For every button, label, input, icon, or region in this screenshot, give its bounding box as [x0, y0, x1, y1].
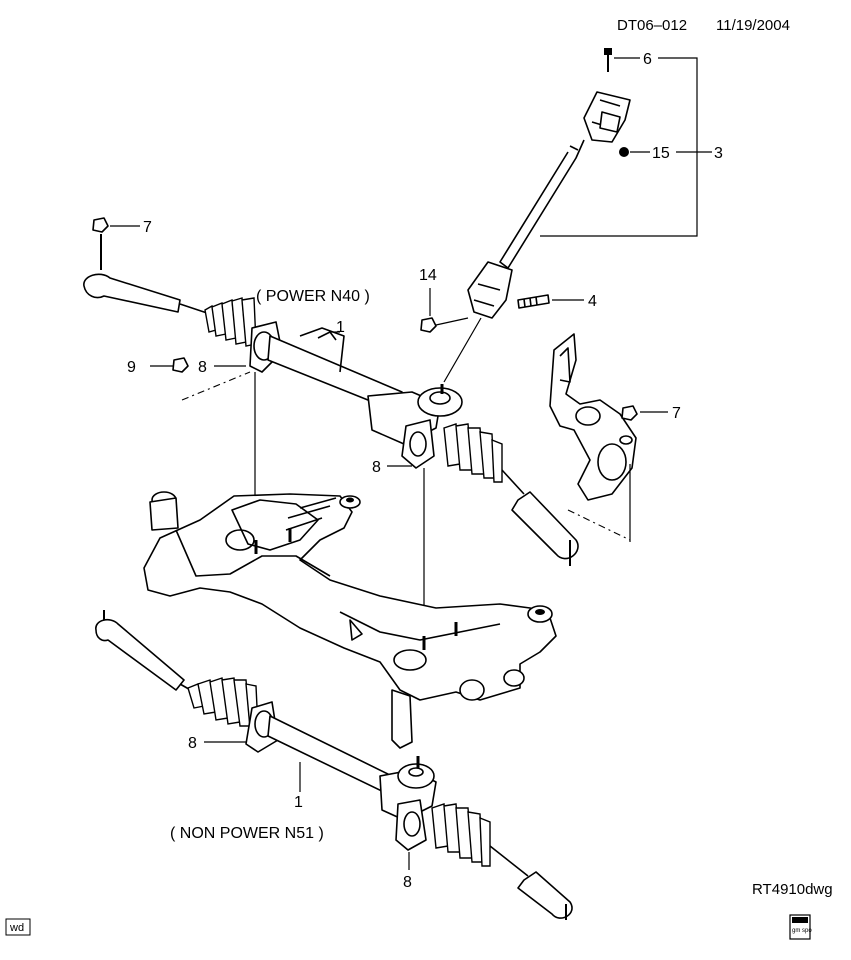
callout-1-nonpower: 1 [294, 794, 303, 811]
nut-7-top [92, 217, 109, 233]
nut-7-right [621, 405, 638, 421]
bolt-4 [517, 294, 550, 309]
nut-15 [619, 147, 629, 157]
callout-1-power: 1 [336, 319, 345, 336]
caption-non-power: ( NON POWER N51 ) [170, 825, 324, 842]
callout-8-bottom: 8 [403, 874, 412, 891]
callout-14: 14 [419, 267, 437, 284]
callout-7-right: 7 [672, 405, 681, 422]
wd-badge: wd [5, 918, 31, 936]
power-steering-rack [83, 273, 579, 566]
bolt-6 [604, 48, 612, 72]
callout-4: 4 [588, 293, 597, 310]
drawing-code: DT06–012 [617, 17, 687, 34]
svg-text:wd: wd [9, 922, 24, 934]
callout-8-lower: 8 [188, 735, 197, 752]
callout-15: 15 [652, 145, 670, 162]
callout-6: 6 [643, 51, 652, 68]
callout-8-mid: 8 [372, 459, 381, 476]
svg-text:gm spo: gm spo [792, 928, 812, 934]
callout-3: 3 [714, 145, 723, 162]
caption-power: ( POWER N40 ) [256, 288, 370, 305]
front-crossmember [143, 491, 557, 749]
callout-8-left: 8 [198, 359, 207, 376]
drawing-date: 11/19/2004 [716, 17, 790, 34]
steering-knuckle [549, 333, 637, 501]
nut-14 [420, 317, 437, 333]
drawing-id: RT4910dwg [752, 881, 833, 898]
gm-spo-logo: gm spo [789, 914, 812, 940]
callout-9: 9 [127, 359, 136, 376]
intermediate-shaft [443, 91, 631, 383]
nut-9 [172, 357, 189, 373]
manual-steering-rack [95, 610, 573, 920]
callout-7-top: 7 [143, 219, 152, 236]
